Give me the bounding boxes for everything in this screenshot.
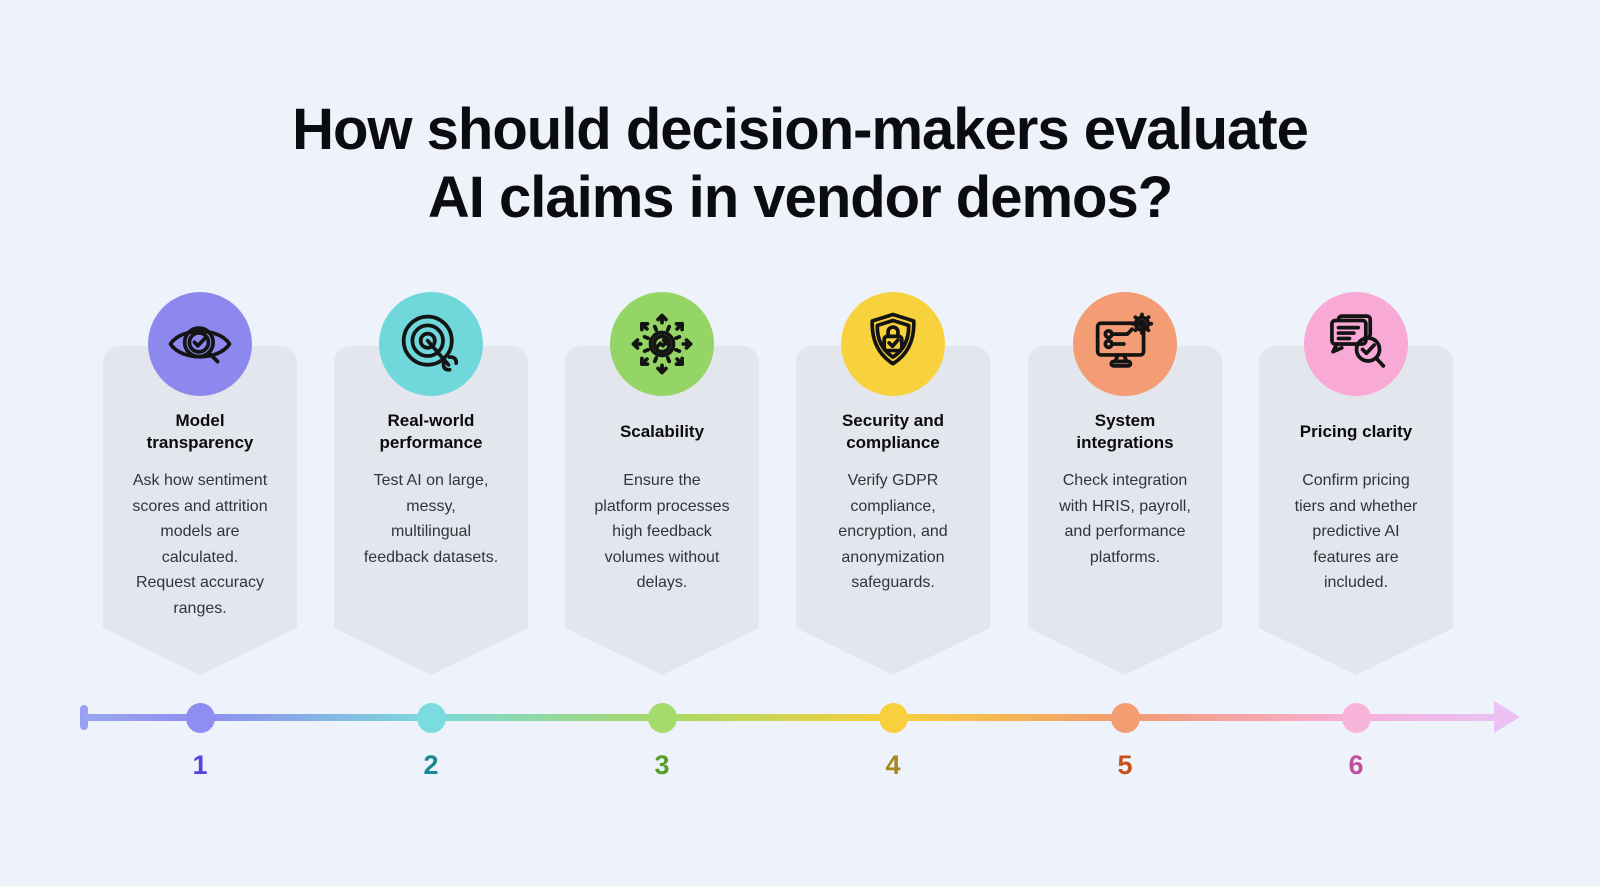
icon-circle: [610, 292, 714, 396]
icon-circle: [379, 292, 483, 396]
card-title: Pricing clarity: [1299, 422, 1413, 441]
step-card-system-integrations: System integrations Check integration wi…: [1028, 292, 1222, 675]
page-title: How should decision-makers evaluate AI c…: [292, 97, 1309, 230]
timeline-number-5: 5: [1117, 750, 1133, 780]
card-pointer: [1028, 628, 1222, 675]
step-card-security-compliance: Security and compliance Verify GDPR comp…: [796, 292, 990, 675]
eye-magnifier-icon: [168, 326, 232, 364]
card-title: Real-world performance: [379, 411, 483, 452]
icon-circle: [148, 292, 252, 396]
card-title: Security and compliance: [841, 411, 945, 452]
card-pointer: [1259, 628, 1453, 675]
timeline-number-2: 2: [423, 750, 439, 780]
card-pointer: [103, 628, 297, 675]
step-card-model-transparency: Model transparency Ask how sentiment sco…: [103, 292, 297, 675]
card-body: Ensure the platform processes high feedb…: [594, 472, 730, 591]
card-title: Scalability: [619, 422, 705, 441]
card-pointer: [796, 628, 990, 675]
monitor-gear-icon: [1095, 312, 1154, 368]
timeline-dot-3: [648, 703, 677, 733]
target-dart-icon: [401, 314, 459, 372]
icon-circle: [1304, 292, 1408, 396]
timeline-number-4: 4: [885, 750, 901, 780]
step-card-real-world-performance: Real-world performance Test AI on large,…: [334, 292, 528, 675]
timeline-number-6: 6: [1348, 750, 1364, 780]
step-card-pricing-clarity: Pricing clarity Confirm pricing tiers an…: [1259, 292, 1453, 675]
card-body: Ask how sentiment scores and attrition m…: [132, 472, 268, 617]
card-body: Check integration with HRIS, payroll, an…: [1059, 472, 1191, 566]
timeline-arrow-icon: [1494, 701, 1520, 733]
timeline-dot-4: [879, 703, 908, 733]
timeline-dot-2: [417, 703, 446, 733]
icon-circle: [1073, 292, 1177, 396]
chat-magnifier-icon: [1330, 314, 1386, 368]
step-card-scalability: Scalability Ensure the platform processe…: [565, 292, 759, 675]
timeline-dot-6: [1342, 703, 1371, 733]
timeline-dot-1: [186, 703, 215, 733]
shield-lock-icon: [870, 312, 916, 366]
card-title: System integrations: [1076, 411, 1174, 452]
timeline-line: [84, 714, 1500, 721]
card-body: Confirm pricing tiers and whether predic…: [1294, 472, 1418, 591]
card-body: Verify GDPR compliance, encryption, and …: [838, 472, 948, 591]
icon-circle: [841, 292, 945, 396]
card-pointer: [334, 628, 528, 675]
timeline-number-1: 1: [192, 750, 208, 780]
card-body: Test AI on large, messy, multilingual fe…: [363, 472, 499, 566]
timeline-start-cap: [80, 705, 88, 730]
card-title: Model transparency: [146, 411, 254, 452]
timeline-number-3: 3: [654, 750, 670, 780]
card-pointer: [565, 628, 759, 675]
timeline-dot-5: [1111, 703, 1140, 733]
gear-expand-arrows-icon: [631, 313, 693, 375]
